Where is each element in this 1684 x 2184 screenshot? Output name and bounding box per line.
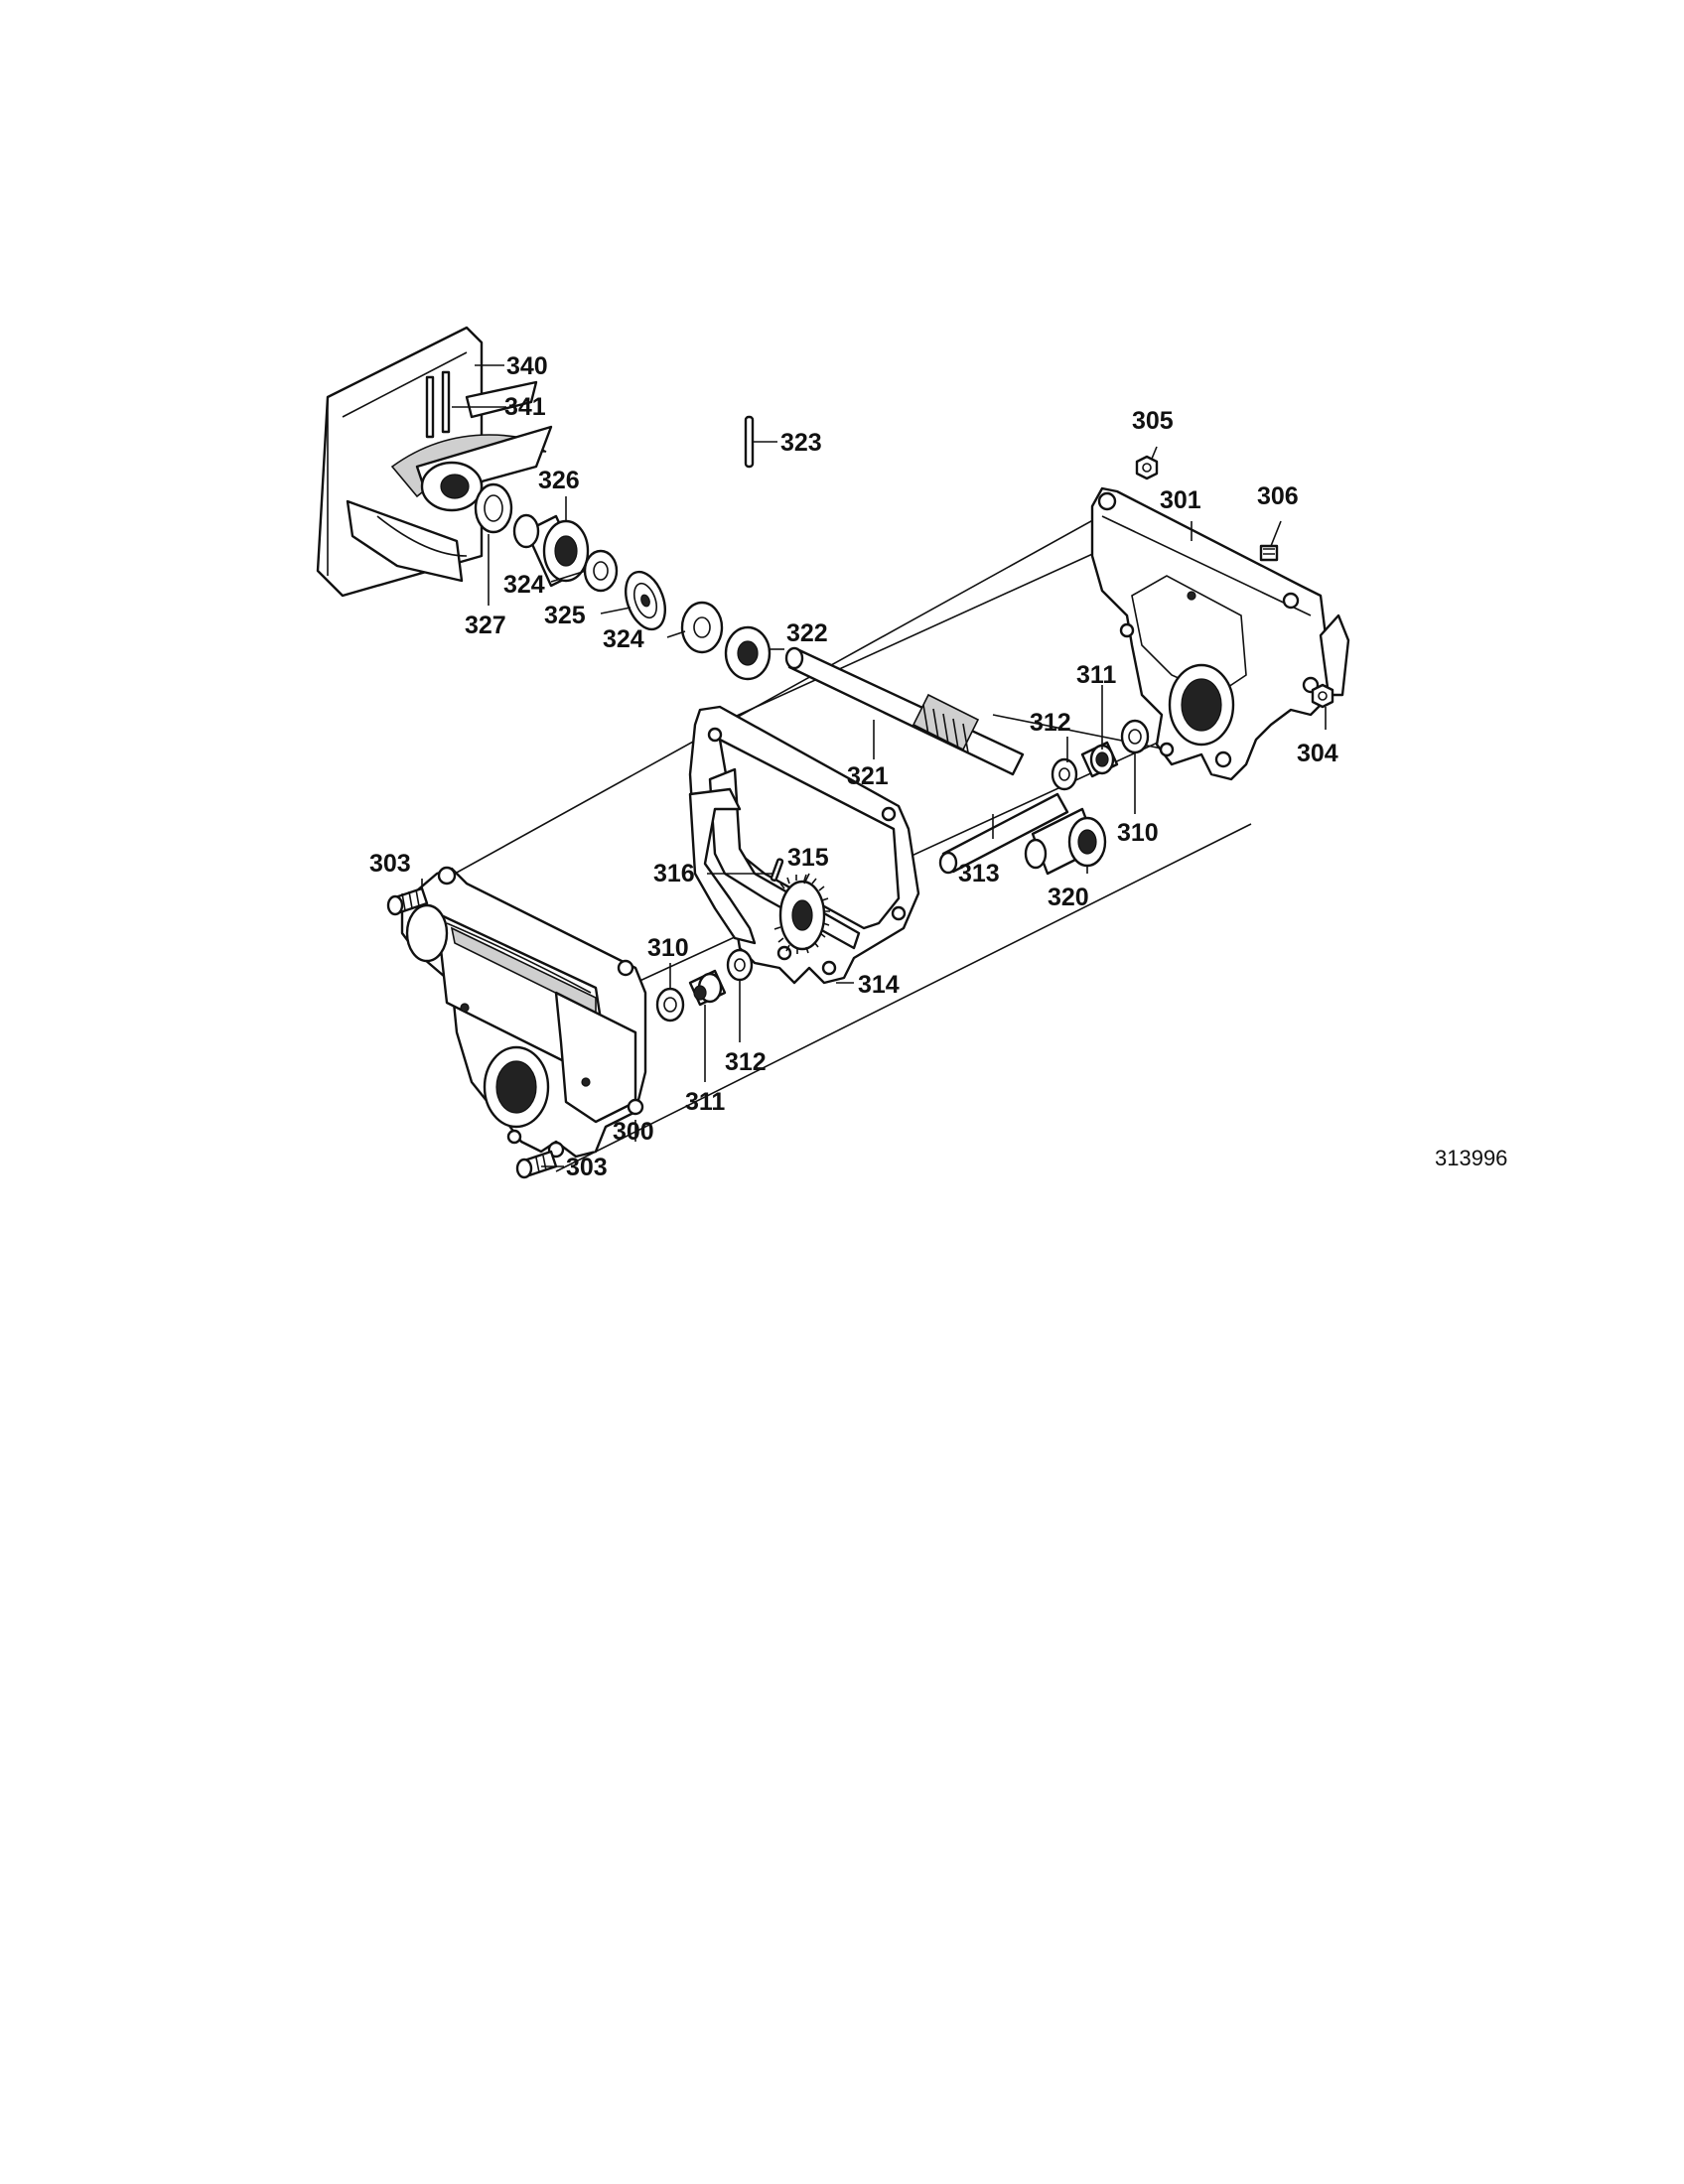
callout-324-lower: 324 bbox=[603, 625, 644, 653]
part-315-gear bbox=[773, 874, 830, 954]
callout-leader-lines bbox=[421, 364, 1327, 1167]
part-304-nut bbox=[1311, 683, 1334, 709]
part-324-washer-upper bbox=[583, 549, 619, 593]
part-303-screw-upper bbox=[386, 887, 429, 916]
part-324-washer-lower bbox=[680, 601, 724, 654]
part-340-chute-housing bbox=[316, 326, 553, 598]
part-320-hub bbox=[1024, 807, 1107, 876]
callout-324-upper: 324 bbox=[503, 571, 545, 599]
part-306-fitting bbox=[1259, 544, 1279, 562]
callout-312-right: 312 bbox=[1030, 709, 1071, 737]
callout-312-left: 312 bbox=[725, 1048, 767, 1076]
callout-320: 320 bbox=[1048, 884, 1089, 911]
part-316-pin bbox=[770, 858, 784, 882]
part-300-gear-housing-left bbox=[400, 866, 647, 1159]
callout-313: 313 bbox=[958, 860, 1000, 887]
callout-314: 314 bbox=[858, 971, 900, 999]
part-327-washer bbox=[474, 482, 513, 534]
callout-310-right: 310 bbox=[1117, 819, 1159, 847]
part-323-roll-pin bbox=[744, 415, 755, 469]
part-321-worm-shaft bbox=[784, 646, 1025, 776]
callout-340: 340 bbox=[506, 352, 548, 380]
callout-306: 306 bbox=[1257, 482, 1299, 510]
part-322-collar bbox=[724, 625, 772, 681]
part-314-gasket bbox=[688, 705, 920, 985]
callout-303-lower: 303 bbox=[566, 1154, 608, 1181]
part-303-screw-lower bbox=[515, 1150, 558, 1179]
part-312-washer-right bbox=[1051, 757, 1078, 791]
part-325-bearing bbox=[625, 570, 666, 631]
callout-304: 304 bbox=[1297, 740, 1338, 767]
callout-311-right: 311 bbox=[1076, 661, 1116, 689]
callout-322: 322 bbox=[786, 619, 828, 647]
callout-305: 305 bbox=[1132, 407, 1174, 435]
part-305-nut bbox=[1135, 455, 1159, 480]
part-310-washer-right bbox=[1120, 719, 1150, 754]
callout-325: 325 bbox=[544, 602, 586, 629]
part-313-shaft bbox=[938, 792, 1069, 875]
callout-303-upper: 303 bbox=[369, 850, 411, 878]
part-310-washer-left bbox=[655, 987, 685, 1023]
callout-310-left: 310 bbox=[647, 934, 689, 962]
callout-311-left: 311 bbox=[685, 1088, 725, 1116]
diagram-reference-number: 313996 bbox=[1435, 1146, 1507, 1170]
callout-327: 327 bbox=[465, 612, 506, 639]
part-311-bushing-left bbox=[688, 969, 727, 1007]
part-301-gear-housing-right bbox=[1090, 486, 1350, 781]
callout-301: 301 bbox=[1160, 486, 1201, 514]
part-311-bushing-right bbox=[1080, 741, 1119, 778]
callout-315: 315 bbox=[787, 844, 829, 872]
callout-321: 321 bbox=[847, 762, 889, 790]
callout-300: 300 bbox=[613, 1118, 654, 1146]
callout-326: 326 bbox=[538, 467, 580, 494]
part-312-washer-left bbox=[726, 948, 754, 982]
part-326-bushing bbox=[512, 513, 590, 588]
callout-323: 323 bbox=[780, 429, 822, 457]
callout-316: 316 bbox=[653, 860, 695, 887]
callout-labels: 340 341 326 327 324 325 324 323 322 305 … bbox=[369, 352, 1338, 1181]
callout-341: 341 bbox=[504, 393, 546, 421]
